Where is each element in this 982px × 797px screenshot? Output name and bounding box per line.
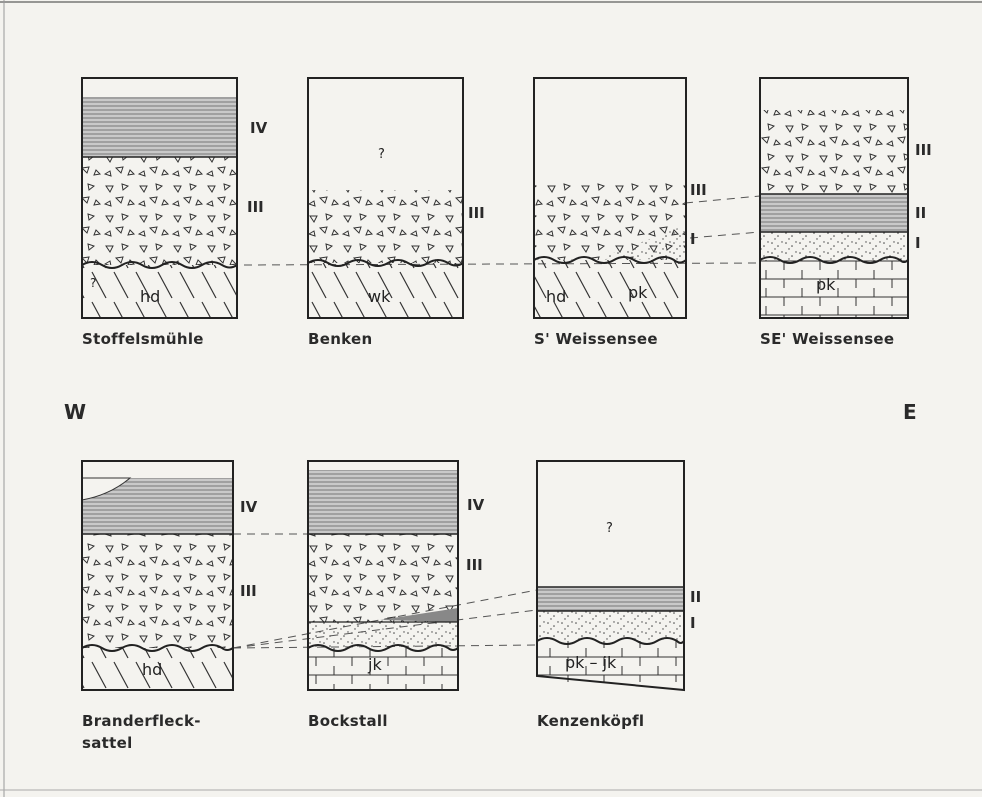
section-benken: wk ? xyxy=(308,78,463,318)
section-label-branderfleck-line1: Branderfleck- xyxy=(82,712,201,730)
svg-text:II: II xyxy=(915,204,926,222)
section-label-bockstall: Bockstall xyxy=(308,712,388,730)
rock-label: wk xyxy=(368,287,391,306)
rock-label: pk xyxy=(628,283,648,302)
svg-text:III: III xyxy=(690,181,707,199)
svg-text:IV: IV xyxy=(467,496,485,514)
svg-text:III: III xyxy=(468,204,485,222)
section-stoffelsmuehle: hd ? xyxy=(82,78,237,318)
svg-text:?: ? xyxy=(90,276,96,290)
query-mark: ? xyxy=(378,147,385,162)
svg-text:III: III xyxy=(466,556,483,574)
section-label-branderfleck-line2: sattel xyxy=(82,734,133,752)
section-label-se-weissensee: SE' Weissensee xyxy=(760,330,894,348)
query-mark: ? xyxy=(606,521,613,536)
svg-text:IV: IV xyxy=(240,498,258,516)
section-se-weissensee: pk xyxy=(760,78,908,318)
section-branderfleck-sattel: hd xyxy=(82,461,233,690)
svg-text:II: II xyxy=(690,588,701,606)
section-s-weissensee: hd pk xyxy=(534,78,686,318)
section-bockstall: jk xyxy=(308,461,458,690)
section-label-benken: Benken xyxy=(308,330,373,348)
rock-label: hd xyxy=(546,287,566,306)
direction-west: W xyxy=(64,400,86,424)
rock-label: hd xyxy=(140,287,160,306)
rock-label: pk – jk xyxy=(565,653,617,672)
svg-text:I: I xyxy=(690,614,696,632)
rock-label: pk xyxy=(816,275,836,294)
section-label-stoffelsmuehle: Stoffelsmühle xyxy=(82,330,204,348)
svg-text:I: I xyxy=(915,234,921,252)
svg-text:III: III xyxy=(247,198,264,216)
svg-text:IV: IV xyxy=(250,119,268,137)
svg-text:I: I xyxy=(690,230,696,248)
rock-label: hd xyxy=(142,660,162,679)
svg-text:III: III xyxy=(915,141,932,159)
section-kenzenkoepfl: pk – jk ? xyxy=(537,461,684,690)
direction-east: E xyxy=(903,400,917,424)
section-label-s-weissensee: S' Weissensee xyxy=(534,330,658,348)
section-label-kenzenkoepfl: Kenzenköpfl xyxy=(537,712,644,730)
svg-text:III: III xyxy=(240,582,257,600)
rock-label: jk xyxy=(367,655,382,674)
